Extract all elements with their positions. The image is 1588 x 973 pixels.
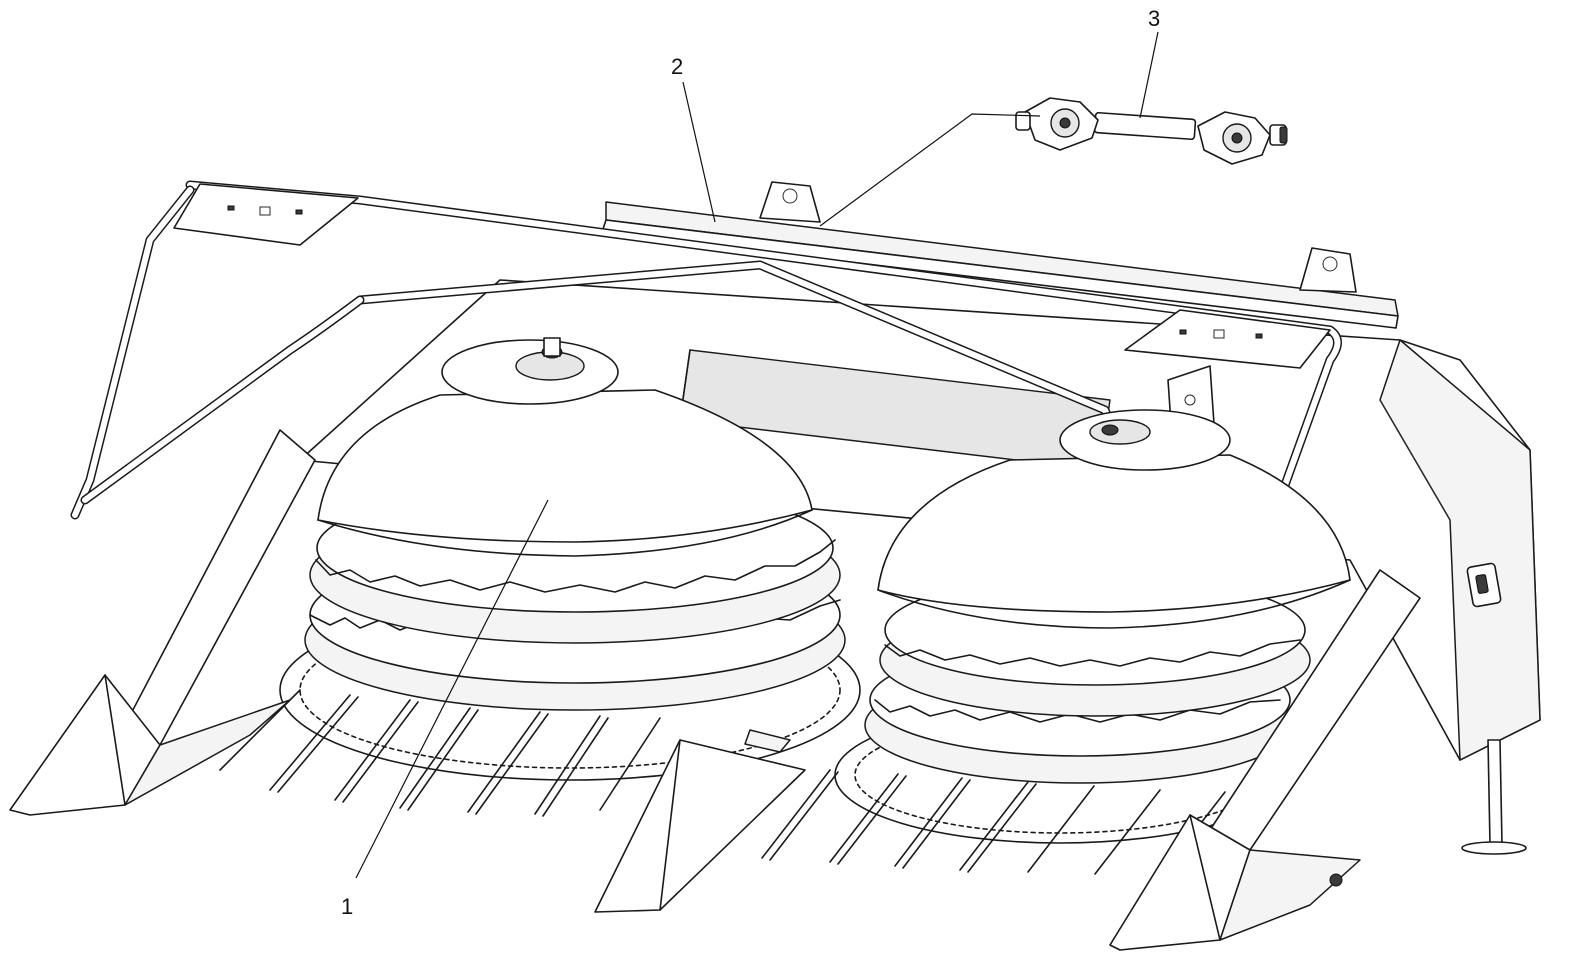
drive-shaft xyxy=(1015,97,1288,165)
left-divider xyxy=(9,429,316,816)
leader-line-1 xyxy=(355,499,549,879)
right-divider xyxy=(1109,569,1421,951)
rear-frame xyxy=(601,181,1399,329)
leader-lines xyxy=(355,31,1159,879)
left-drum-assembly xyxy=(279,337,861,781)
right-drum-assembly xyxy=(834,409,1351,844)
callout-1: 1 xyxy=(341,894,353,919)
leader-line-3 xyxy=(1139,31,1159,119)
leader-line-2 xyxy=(682,81,716,223)
callout-2: 2 xyxy=(671,54,683,79)
center-divider xyxy=(594,729,806,913)
right-tines xyxy=(761,769,1226,877)
callout-3: 3 xyxy=(1148,6,1160,31)
leader-line-shaft xyxy=(819,113,1041,227)
left-tines xyxy=(219,689,661,817)
callout-labels: 1 2 3 xyxy=(341,6,1160,919)
